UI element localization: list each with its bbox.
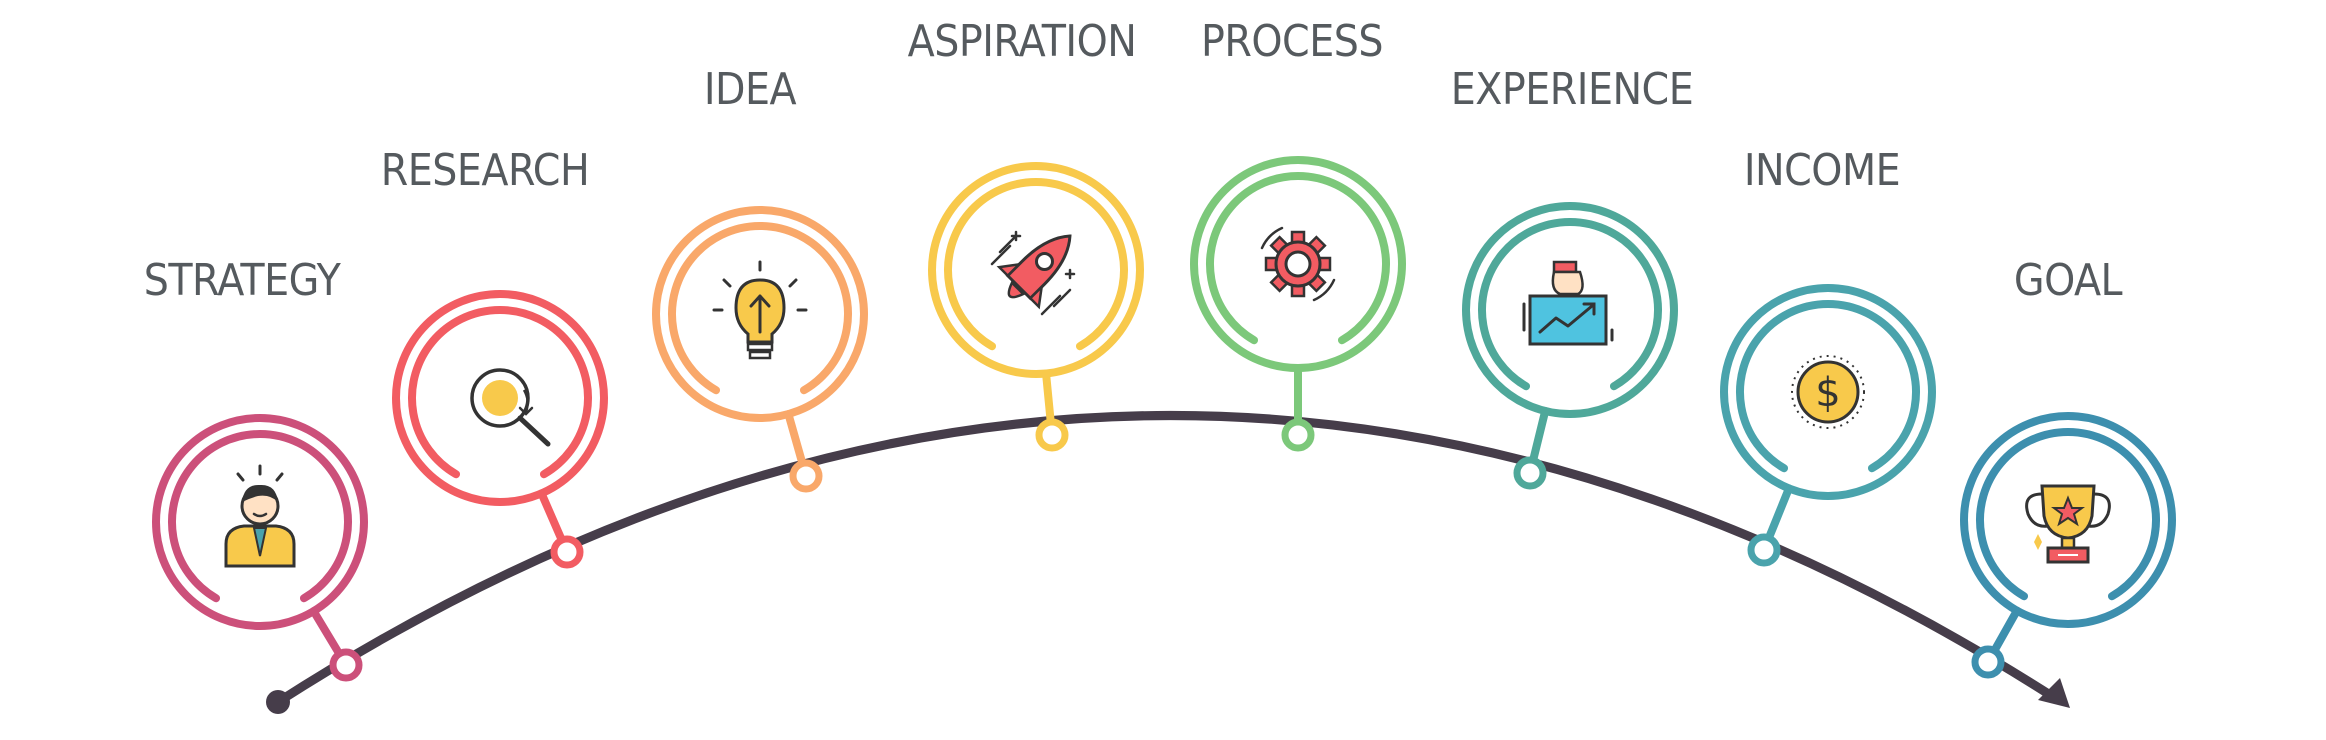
step-label-aspiration: ASPIRATION [908, 16, 1137, 67]
svg-text:$: $ [1815, 370, 1840, 416]
step-label-process: PROCESS [1201, 16, 1383, 67]
step-label-experience: EXPERIENCE [1451, 64, 1693, 115]
inner-ring [408, 306, 592, 479]
outer-ring [392, 290, 608, 506]
outer-ring [652, 206, 868, 422]
step-marker-idea [652, 206, 868, 493]
businessman-icon [224, 464, 296, 568]
inner-ring [668, 222, 852, 395]
step-label-idea: IDEA [704, 64, 797, 115]
step-label-income: INCOME [1744, 145, 1900, 196]
outer-ring [152, 414, 368, 630]
timeline-arc [273, 411, 2063, 707]
dollar-coin-icon: $ [1791, 355, 1865, 429]
anchor-dot [1971, 645, 2005, 679]
step-label-strategy: STRATEGY [144, 255, 342, 306]
step-marker-experience [1462, 202, 1678, 490]
timeline-start-dot [266, 690, 290, 714]
outer-ring [928, 162, 1144, 378]
trophy-icon [2025, 484, 2111, 564]
timeline-arrowhead [2038, 678, 2070, 708]
rocket-icon [990, 230, 1076, 316]
anchor-dot [1281, 418, 1315, 452]
anchor-dot [329, 648, 363, 682]
chart-board-icon [1522, 260, 1614, 346]
anchor-dot [1513, 456, 1547, 490]
anchor-dot [1747, 533, 1781, 567]
anchor-dot [1035, 418, 1069, 452]
gear-icon [1260, 226, 1336, 302]
outer-ring [1720, 284, 1936, 500]
inner-ring [168, 430, 352, 603]
step-marker-goal [1960, 412, 2176, 679]
inner-ring [944, 178, 1128, 351]
lightbulb-icon [712, 260, 808, 360]
step-marker-aspiration [928, 162, 1144, 452]
step-marker-strategy [152, 414, 368, 682]
step-label-goal: GOAL [2014, 255, 2123, 306]
inner-ring [1206, 172, 1390, 345]
outer-ring [1462, 202, 1678, 418]
anchor-dot [550, 535, 584, 569]
step-label-research: RESEARCH [381, 145, 589, 196]
outer-ring [1960, 412, 2176, 628]
inner-ring [1736, 300, 1920, 473]
step-marker-research [392, 290, 608, 569]
step-marker-income [1720, 284, 1936, 567]
anchor-dot [789, 459, 823, 493]
magnifier-icon [470, 368, 551, 447]
step-marker-process [1190, 156, 1406, 452]
inner-ring [1478, 218, 1662, 391]
inner-ring [1976, 428, 2160, 601]
